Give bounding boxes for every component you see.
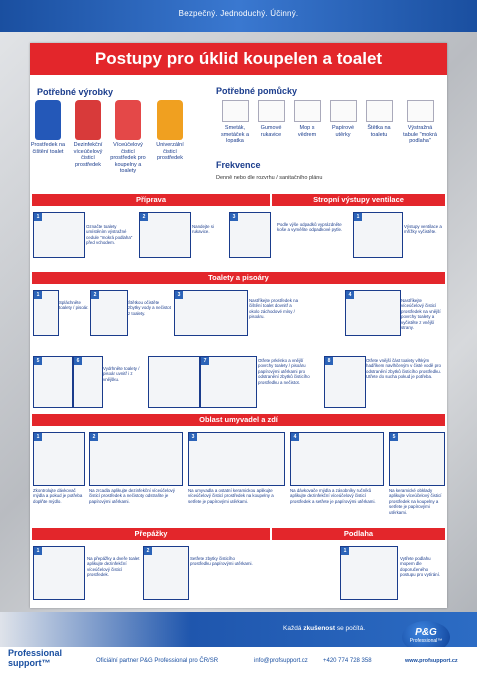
step-text: Nandejte si rukavice.: [192, 224, 214, 235]
step-text: Vydrhněte toalety / pisoár uvnitř i z vn…: [103, 366, 140, 382]
step-image: 3: [174, 290, 248, 336]
product-bathroom-cleaner: Víceúčelový čisticí prostředek pro koupe…: [108, 100, 148, 175]
mop-icon: [293, 100, 321, 122]
section-bar-umyvadla: Oblast umyvadel a zdí: [32, 414, 445, 426]
products-heading: Potřebné výrobky: [37, 87, 114, 97]
poster-title: Postupy pro úklid koupelen a toalet: [30, 43, 447, 75]
step-image: 6: [73, 356, 103, 408]
step-image: 4: [345, 290, 401, 336]
product-universal-cleaner: Univerzální čisticí prostředek: [150, 100, 190, 162]
step-text: Otřete prkénko a vnější povrchy toalety …: [258, 358, 310, 385]
wet-floor-sign-icon: [406, 100, 434, 122]
step-image: 4: [290, 432, 384, 486]
frequency-heading: Frekvence: [216, 160, 261, 170]
frequency-note: Denně nebo dle rozvrhu / sanitačního plá…: [216, 175, 323, 181]
step-text: Štětkou očistěte zbytky vody a nečistot …: [128, 300, 171, 316]
step-text: Výstupy ventilace a mřížky vyčistěte.: [404, 224, 442, 235]
footer-contact-strip: [0, 647, 477, 675]
section-bar-toalety: Toalety a pisoáry: [32, 272, 445, 284]
partner-text: Oficiální partner P&G Professional pro Č…: [96, 658, 219, 664]
step-image: 1: [33, 290, 59, 336]
footer-slogan: Každá zkušenost se počítá.: [283, 625, 366, 632]
step-image: [148, 356, 200, 408]
bottle-icon: [35, 100, 61, 140]
step-text: Na zrcadla aplikujte dezinfekční víceúče…: [89, 488, 175, 504]
phone-number: +420 774 728 358: [323, 658, 372, 664]
product-toilet-cleaner: Prostředek na čištění toalet: [28, 100, 68, 155]
step-text: Spláchněte toalety / pisoár.: [59, 300, 89, 311]
jug-icon: [157, 100, 183, 140]
step-text: Zkontrolujte dávkovač mýdla a pokud je p…: [33, 488, 83, 504]
toilet-brush-icon: [365, 100, 393, 122]
section-bar-prepazky: Přepážky: [32, 528, 270, 540]
section-bar-podlaha: Podlaha: [272, 528, 445, 540]
step-text: Na umyvadla a ostatní keramickou aplikuj…: [188, 488, 274, 504]
broom-icon: [221, 100, 249, 122]
step-text: Vytřete podlahu mopem dle doporučeného p…: [400, 556, 441, 578]
step-image: 3: [188, 432, 285, 486]
step-text: Nastříkejte víceúčelový čisticí prostřed…: [401, 298, 441, 331]
step-text: Podle výše odpadků vyprázdněte koše a vy…: [277, 222, 343, 233]
step-image: 5: [389, 432, 445, 486]
step-image: 2: [90, 290, 128, 336]
step-image: 1: [33, 432, 85, 486]
step-image: 5: [33, 356, 73, 408]
gloves-icon: [257, 100, 285, 122]
step-text: Na keramické obklady aplikujte víceúčelo…: [389, 488, 442, 515]
tool-paper-towels: Papírové utěrky: [326, 100, 360, 138]
step-text: Označte toalety umístěním výstražné cedu…: [86, 224, 133, 246]
tool-gloves: Gumové rukavice: [254, 100, 288, 138]
step-text: Setřete zbytky čisticího prostředku papí…: [190, 556, 253, 567]
step-image: 1: [340, 546, 398, 600]
footer: Každá zkušenost se počítá. P&G Professio…: [0, 612, 477, 675]
step-image: 2: [139, 212, 191, 258]
spray-bottle-icon: [115, 100, 141, 140]
tools-heading: Potřebné pomůcky: [216, 86, 298, 96]
step-image: 1: [33, 546, 85, 600]
step-image: 8: [324, 356, 366, 408]
section-bar-priprava: Příprava: [32, 194, 270, 206]
step-image: 7: [200, 356, 257, 408]
tagline: Bezpečný. Jednoduchý. Účinný.: [178, 9, 299, 18]
top-band: [0, 0, 477, 32]
section-bar-ventilace: Stropní výstupy ventilace: [272, 194, 445, 206]
tool-toilet-brush: Štětka na toaletu: [362, 100, 396, 138]
product-disinfectant: Dezinfekční víceúčelový čisticí prostřed…: [68, 100, 108, 168]
email-link[interactable]: info@profsupport.cz: [254, 658, 308, 664]
step-text: Nastříkejte prostředek na čištění toalet…: [249, 298, 299, 320]
step-text: Na přepážky a dveře toalet aplikujte dez…: [87, 556, 140, 578]
spray-bottle-icon: [75, 100, 101, 140]
step-image: 1: [353, 212, 403, 258]
tool-mop: Mop s vědrem: [290, 100, 324, 138]
step-image: 2: [143, 546, 189, 600]
website-link[interactable]: www.profsupport.cz: [405, 658, 458, 664]
step-text: Na dávkovače mýdla a zásobníky ručníků a…: [290, 488, 376, 504]
step-image: 3: [229, 212, 271, 258]
professional-support-logo: Professional support™: [8, 648, 63, 668]
tool-wet-floor-sign: Výstražná tabule "mokrá podlaha": [400, 100, 440, 145]
paper-towel-icon: [329, 100, 357, 122]
step-image: 2: [89, 432, 183, 486]
footer-band: [0, 612, 477, 647]
step-image: 1: [33, 212, 85, 258]
step-text: Otřete vnější část toalety vlhkým hadřík…: [366, 358, 441, 380]
tool-broom: Smeták, smetáček a lopatka: [218, 100, 252, 145]
